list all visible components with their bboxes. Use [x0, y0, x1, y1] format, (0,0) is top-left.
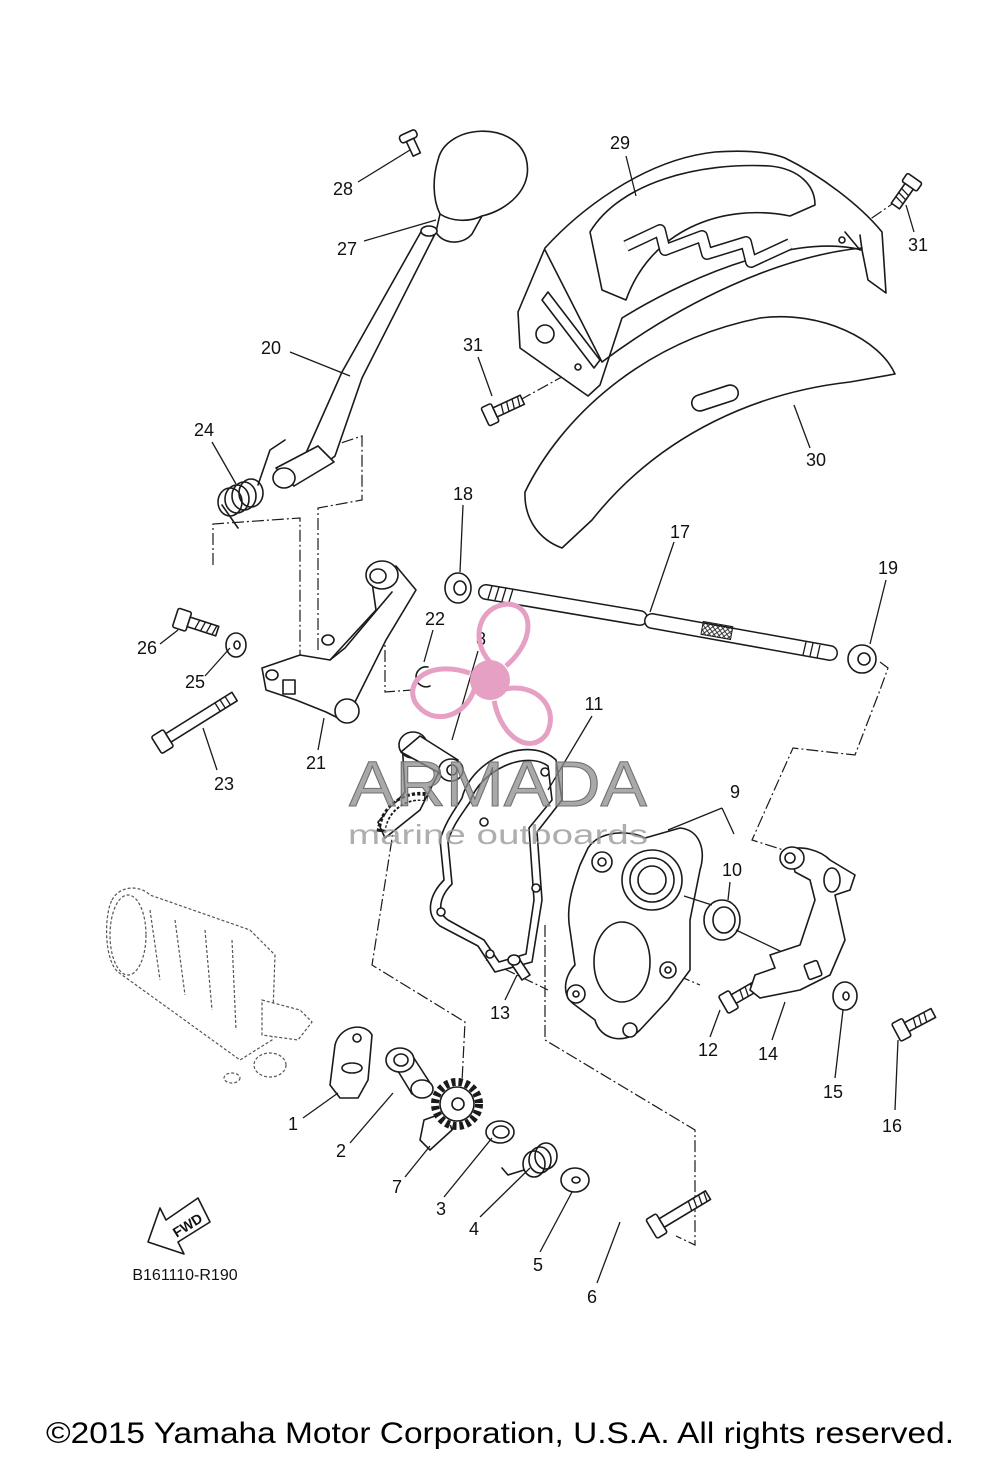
callout-7: 7	[392, 1177, 402, 1197]
part-21-shift-arm	[261, 560, 417, 724]
part-28-screw	[398, 129, 422, 157]
part-16-bolt	[891, 1007, 937, 1042]
callout-9: 9	[730, 782, 740, 802]
assembly-line-24	[212, 517, 301, 655]
callout-13: 13	[490, 1003, 510, 1023]
callout-25: 25	[185, 672, 205, 692]
watermark: ARMADA marine outboards	[348, 601, 648, 850]
callout-15: 15	[823, 1082, 843, 1102]
callout-17: 17	[670, 522, 690, 542]
copyright-notice: ©2015 Yamaha Motor Corporation, U.S.A. A…	[46, 1417, 954, 1450]
callout-27: 27	[337, 239, 357, 259]
callout-10: 10	[722, 860, 742, 880]
callout-30: 30	[806, 450, 826, 470]
propeller-logo-icon	[410, 601, 553, 746]
watermark-tagline: marine outboards	[348, 819, 648, 850]
callout-31-right: 31	[908, 235, 928, 255]
callout-29: 29	[610, 133, 630, 153]
callout-6: 6	[587, 1287, 597, 1307]
part-5-washer	[560, 1167, 590, 1193]
part-4-spring	[501, 1142, 558, 1178]
callout-20: 20	[261, 338, 281, 358]
part-19-nut	[847, 644, 877, 674]
callout-2: 2	[336, 1141, 346, 1161]
callout-3: 3	[436, 1199, 446, 1219]
assembly-line-6	[544, 925, 696, 1246]
callout-18: 18	[453, 484, 473, 504]
part-20-boss-end	[272, 467, 296, 489]
callout-26: 26	[137, 638, 157, 658]
part-14-bracket	[749, 846, 856, 999]
part-13-dowel	[507, 954, 531, 981]
part-7-gear	[419, 1078, 483, 1151]
part-17-shift-shaft	[478, 584, 838, 661]
callout-31-left: 31	[463, 335, 483, 355]
watermark-brand: ARMADA	[349, 748, 647, 820]
part-11-gasket	[429, 748, 563, 973]
part-8-segment	[376, 731, 464, 839]
part-18-nut	[444, 572, 472, 604]
leader-lines	[159, 149, 915, 1284]
part-27-knob	[433, 130, 529, 243]
callout-12: 12	[698, 1040, 718, 1060]
part-12-bolt	[718, 976, 767, 1014]
shift-drum-phantom	[106, 887, 313, 1084]
part-2-collar	[385, 1047, 434, 1099]
callout-11: 11	[585, 694, 604, 714]
callouts: 28 27 29 31 20 31 24 30 18 17 19 26 22 8…	[137, 133, 928, 1307]
part-15-washer	[832, 981, 858, 1011]
callout-1: 1	[288, 1114, 298, 1134]
part-20-lever-top-eye	[420, 225, 438, 237]
part-26-bolt	[172, 607, 220, 637]
part-3-washer	[485, 1120, 515, 1144]
part-25-washer	[225, 632, 247, 658]
part-31-bolt-right	[890, 172, 923, 210]
part-31-bolt-left	[480, 394, 526, 427]
assembly-line-19	[751, 661, 889, 853]
part-6-bolt	[645, 1190, 712, 1239]
callout-24: 24	[194, 420, 214, 440]
callout-22: 22	[425, 609, 445, 629]
callout-21: 21	[306, 753, 326, 773]
part-29-shift-cover	[517, 150, 887, 397]
part-9-shift-housing	[564, 827, 704, 1040]
callout-14: 14	[758, 1044, 778, 1064]
callout-5: 5	[533, 1255, 543, 1275]
assembly-line-8	[371, 819, 466, 1083]
part-10-oil-seal	[683, 895, 783, 953]
assembly-line-20	[317, 435, 363, 650]
part-27-knob-neck	[439, 213, 483, 222]
part-23-pin	[151, 691, 238, 754]
part-30-guard-slot	[690, 384, 740, 412]
diagram-code: B161110-R190	[132, 1267, 237, 1284]
fwd-arrow-icon: FWD	[147, 1197, 211, 1255]
callout-16: 16	[882, 1116, 902, 1136]
callout-4: 4	[469, 1219, 479, 1239]
part-30-guard	[524, 316, 896, 549]
callout-28: 28	[333, 179, 353, 199]
part-24-spring	[217, 439, 286, 529]
callout-19: 19	[878, 558, 898, 578]
callout-23: 23	[214, 774, 234, 794]
part-20-shift-lever	[301, 229, 437, 469]
part-1-stopper	[329, 1026, 373, 1099]
